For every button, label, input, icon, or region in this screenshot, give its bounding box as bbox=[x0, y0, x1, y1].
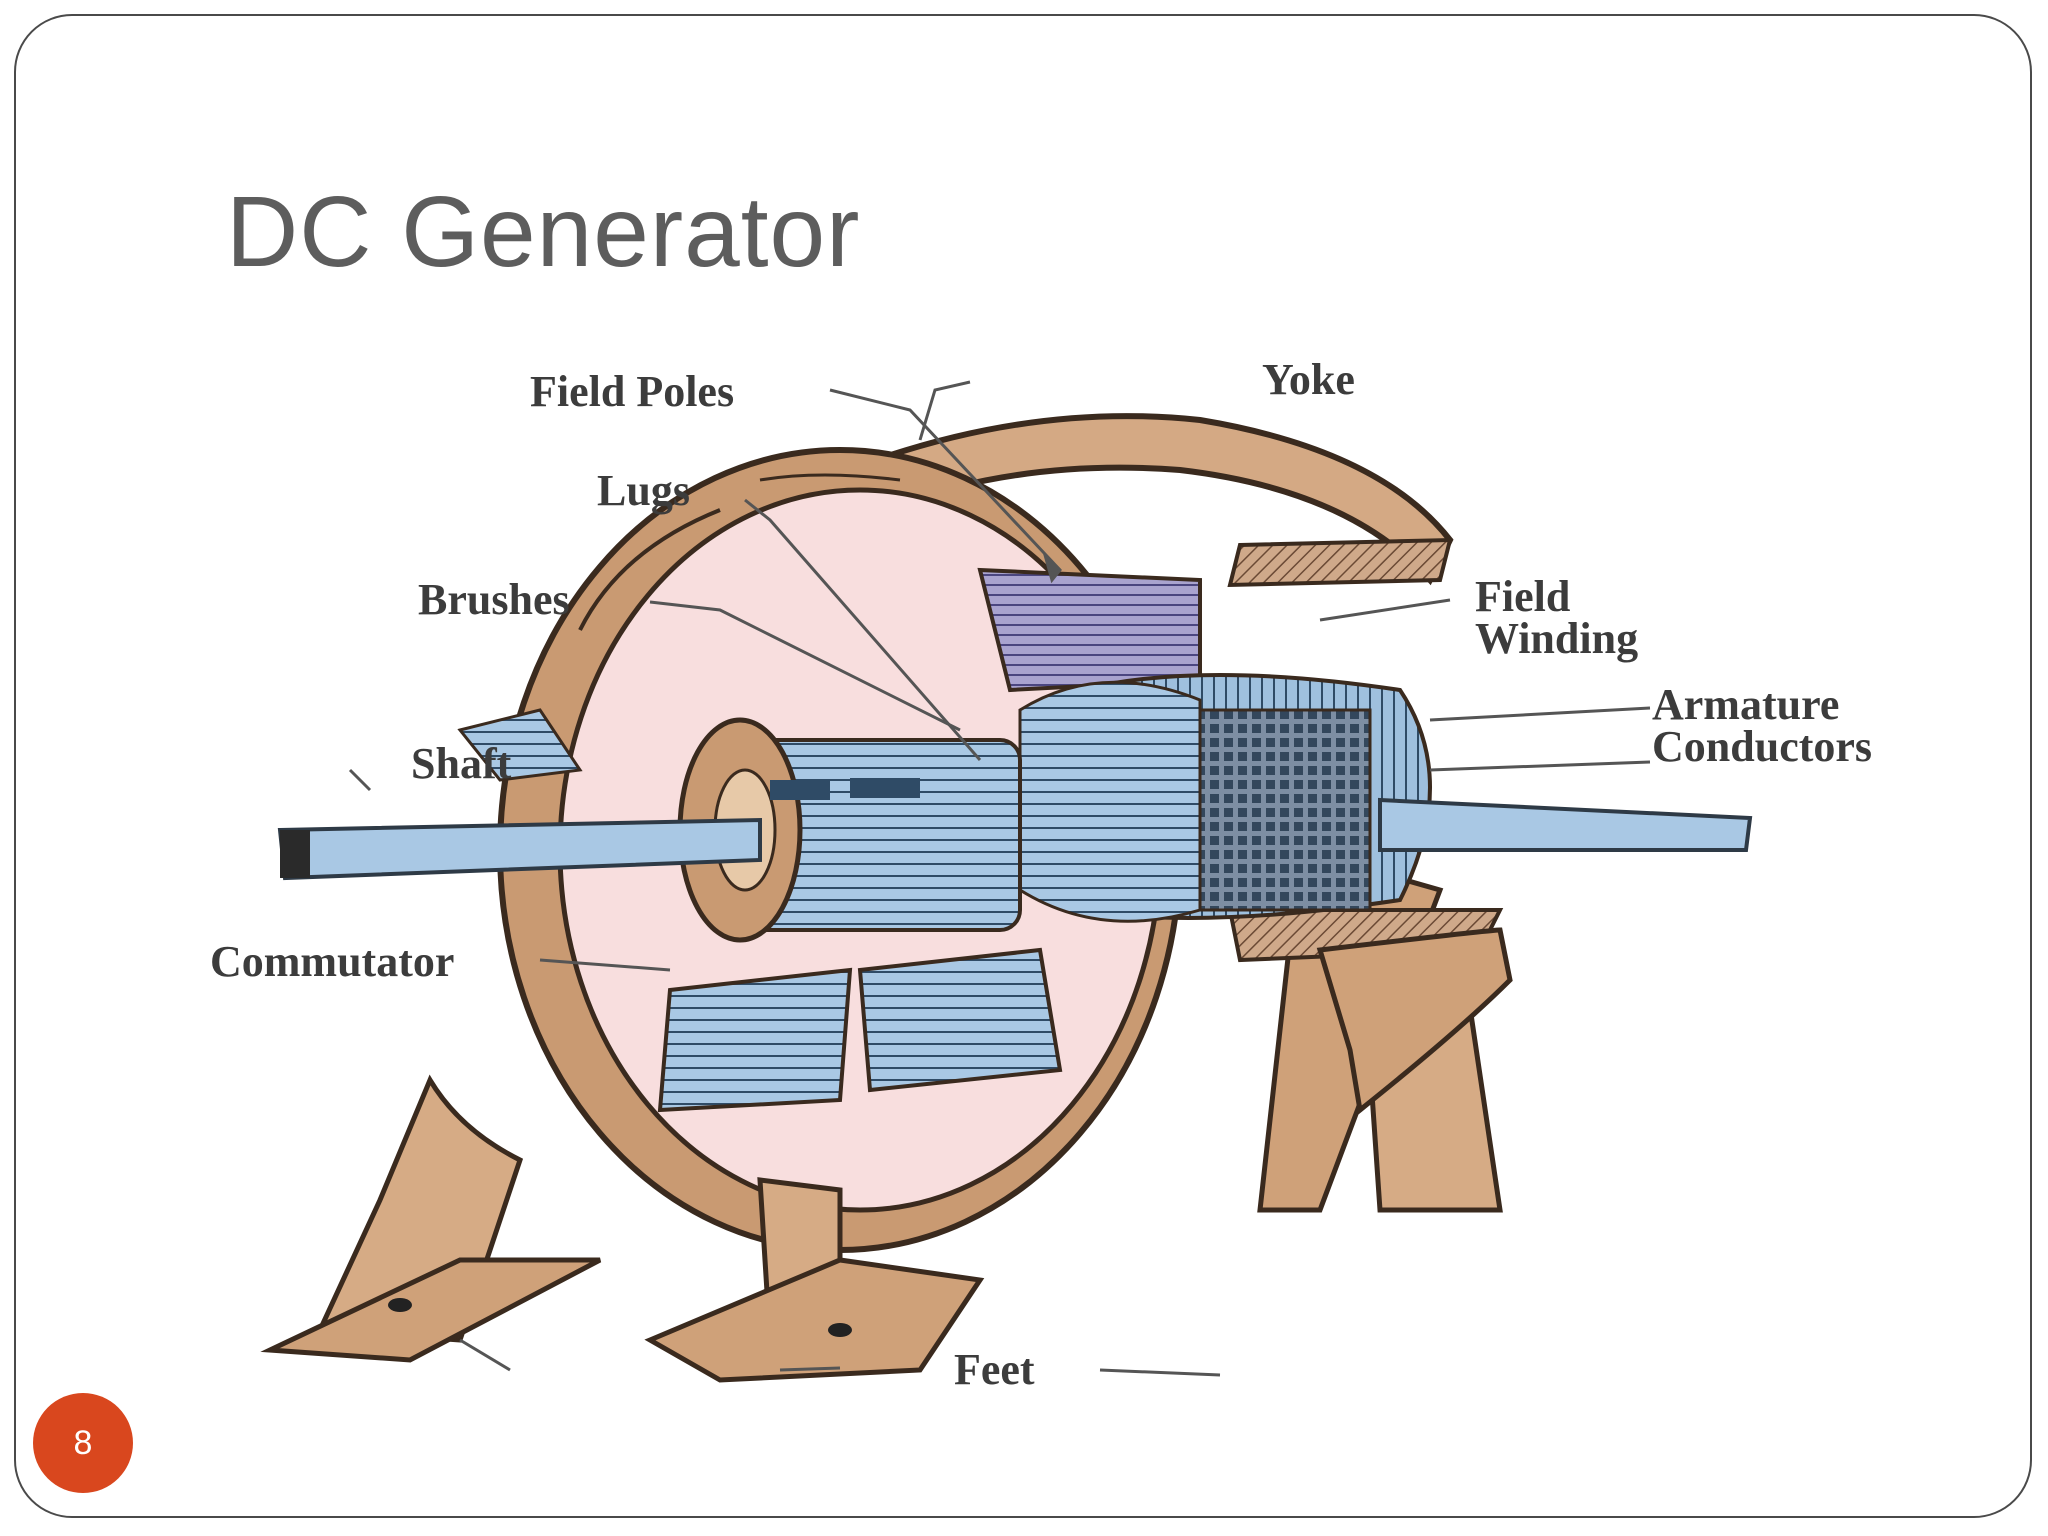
armature-core bbox=[1018, 673, 1432, 923]
label-brushes: Brushes bbox=[418, 575, 570, 624]
label-lugs: Lugs bbox=[597, 466, 690, 515]
label-yoke: Yoke bbox=[1262, 355, 1355, 404]
label-feet: Feet bbox=[954, 1345, 1035, 1394]
label-armature-conductors: Armature Conductors bbox=[1652, 680, 1873, 771]
front-feet bbox=[260, 1074, 985, 1383]
label-commutator: Commutator bbox=[210, 937, 455, 986]
label-shaft: Shaft bbox=[411, 739, 512, 788]
shaft bbox=[277, 797, 1753, 881]
label-field-winding: Field Winding bbox=[1475, 572, 1639, 663]
lower-pole-pieces bbox=[457, 708, 1063, 1113]
leader-lines bbox=[348, 380, 1651, 1377]
slide-title: DC Generator bbox=[226, 176, 861, 288]
dc-generator-diagram: Field Poles Yoke Lugs Brushes Field Wind… bbox=[200, 330, 1980, 1450]
field-winding-block bbox=[977, 567, 1202, 693]
page-number-badge: 8 bbox=[33, 1393, 133, 1493]
dc-generator-illustration bbox=[260, 380, 1753, 1383]
label-field-poles: Field Poles bbox=[530, 367, 735, 416]
yoke-shell bbox=[611, 413, 1513, 1115]
